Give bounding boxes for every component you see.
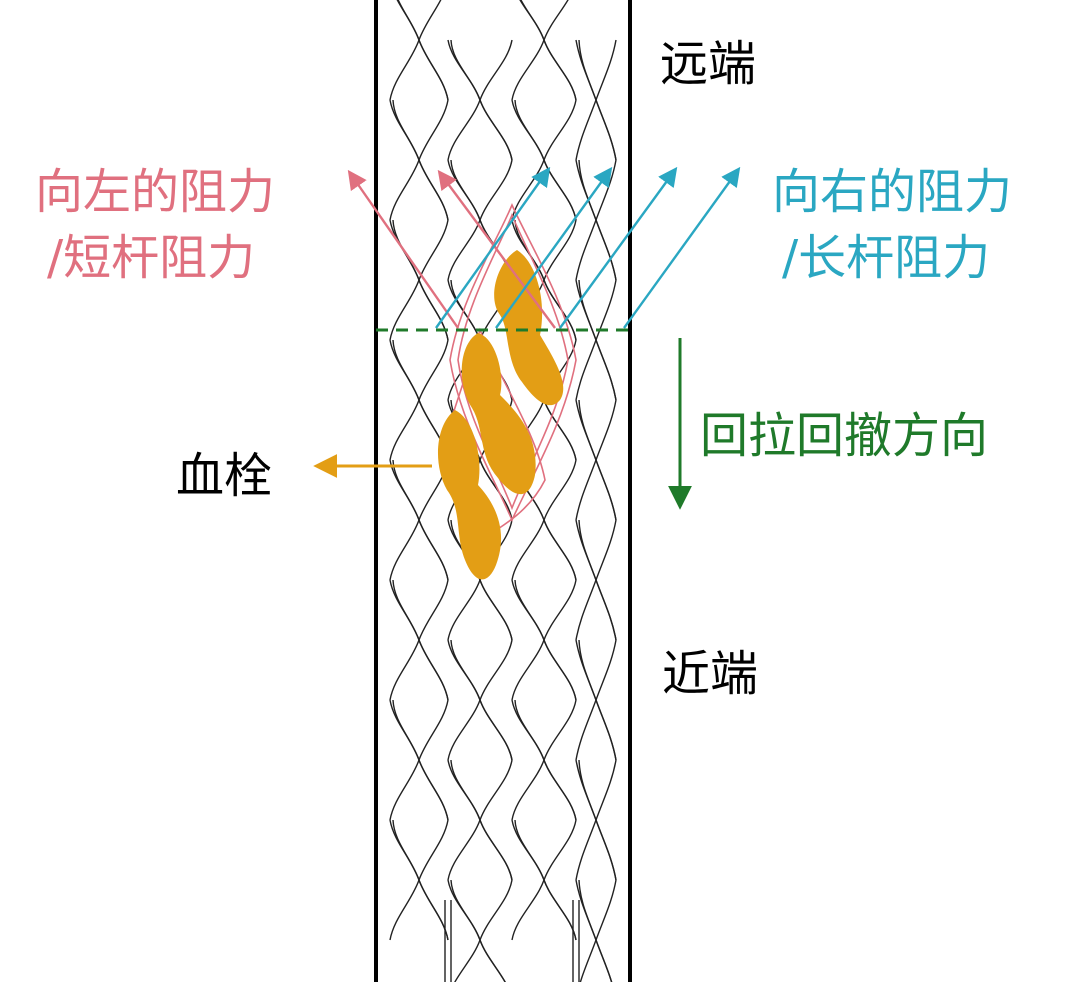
left-resistance-arrows xyxy=(347,169,556,329)
stent-strut xyxy=(454,879,513,982)
arrow-up-right-icon xyxy=(559,166,678,329)
stent-strut xyxy=(392,99,449,221)
stent-strut xyxy=(578,879,613,982)
stent-strut xyxy=(575,879,613,982)
stent-strut xyxy=(578,159,617,281)
thrombus xyxy=(437,250,564,580)
stent-strut xyxy=(514,219,577,341)
stent-strut xyxy=(392,699,449,821)
label-proximal: 近端 xyxy=(662,646,758,702)
label-left-resistance-line2: /短杆阻力 xyxy=(47,230,255,286)
stent-strut xyxy=(578,279,617,401)
stent-strut xyxy=(392,459,449,581)
arrow-up-right-icon xyxy=(495,166,613,329)
stent-strut xyxy=(578,519,617,641)
label-distal: 远端 xyxy=(660,36,756,92)
stent-strut xyxy=(450,759,513,881)
label-right-resistance-line2: /长杆阻力 xyxy=(782,230,990,286)
highlight-cell-upper-inner xyxy=(457,212,569,511)
stent-mesh xyxy=(389,0,617,982)
stent-strut xyxy=(392,819,449,941)
stent-strut xyxy=(578,639,617,761)
stent-strut xyxy=(396,0,449,101)
label-right-resistance-line1: 向右的阻力 xyxy=(772,164,1012,220)
label-left-resistance-line1: 向左的阻力 xyxy=(35,164,275,220)
arrow-up-left-icon xyxy=(347,169,459,329)
stent-strut xyxy=(450,519,513,641)
stent-strut xyxy=(514,699,577,821)
stent-strut xyxy=(520,0,577,101)
stent-strut xyxy=(511,0,569,101)
vessel-walls xyxy=(374,0,632,982)
thrombus-blob-bottom xyxy=(437,410,502,580)
stent-strut xyxy=(514,579,577,701)
arrow-up-right-icon xyxy=(435,166,551,329)
arrow-up-right-icon xyxy=(623,166,741,329)
stent-strut xyxy=(514,819,577,941)
stent-strut xyxy=(519,0,577,101)
thrombus-blob-middle xyxy=(461,333,536,495)
stent-strut xyxy=(392,579,449,701)
arrow-up-left-icon xyxy=(437,169,556,329)
stent-strut xyxy=(397,0,449,101)
thrombus-blob-top xyxy=(494,250,564,406)
stent-strut xyxy=(450,639,513,761)
stent-strut xyxy=(447,879,506,982)
stent-strut xyxy=(579,879,617,982)
stent-strut xyxy=(578,759,617,881)
stent-strut xyxy=(514,99,577,221)
label-thrombus: 血栓 xyxy=(176,448,272,504)
stent-strut xyxy=(389,0,442,101)
stent-strut xyxy=(578,39,617,161)
stent-strut xyxy=(450,39,513,161)
right-resistance-arrows xyxy=(435,166,741,329)
highlight-cell-upper xyxy=(449,203,577,522)
stent-strut xyxy=(578,399,617,521)
label-pullback-direction: 回拉回撤方向 xyxy=(700,408,988,464)
stent-strut xyxy=(450,879,506,982)
